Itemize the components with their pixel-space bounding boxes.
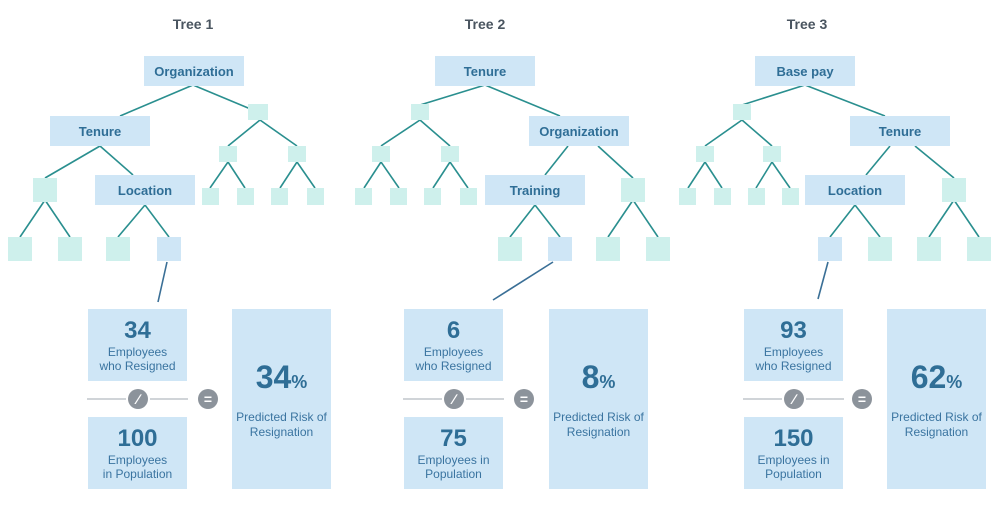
tree-2-population-label-2: Population	[425, 467, 482, 481]
tree-2-leaf	[390, 188, 407, 205]
tree-2-risk-unit: %	[599, 371, 616, 392]
tree-2-leaf	[355, 188, 372, 205]
tree-1-left-split-node: Tenure	[50, 116, 150, 146]
tree-2-node	[621, 178, 645, 202]
tree-3-leaf	[714, 188, 731, 205]
tree-1-resigned-label-1: Employees	[107, 345, 168, 359]
tree-3-leaf	[748, 188, 765, 205]
tree-1-leaf	[106, 237, 130, 261]
tree-2-title: Tree 2	[464, 16, 506, 32]
tree-2-population-card: 75 Employees in Population	[404, 417, 503, 489]
tree-1-selected-leaf	[157, 237, 181, 261]
tree-2-resigned-card: 6 Employees who Resigned	[404, 309, 503, 381]
tree-2-risk-label-2: Resignation	[566, 424, 631, 439]
tree-3-selected-leaf	[818, 237, 842, 261]
tree-1-deep-split-node: Location	[95, 175, 195, 205]
divide-icon: ∕	[444, 389, 464, 409]
tree-1-resigned-label-2: who Resigned	[99, 359, 176, 373]
tree-1-leaf	[8, 237, 32, 261]
tree-1-population-value: 100	[117, 425, 158, 452]
tree-3-risk-unit: %	[946, 371, 963, 392]
tree-2-leaf	[596, 237, 620, 261]
tree-1-risk-value: 34	[255, 358, 292, 395]
equals-icon: =	[852, 389, 872, 409]
tree-3-population-label-1: Employees in	[757, 453, 830, 467]
tree-2-risk-label-1: Predicted Risk of	[553, 409, 644, 424]
tree-1-leaf	[307, 188, 324, 205]
tree-2-root-node: Tenure	[435, 56, 535, 86]
divide-icon: ∕	[128, 389, 148, 409]
tree-1-leaf	[202, 188, 219, 205]
tree-3-population-value: 150	[773, 425, 814, 452]
tree-2-leaf	[646, 237, 670, 261]
tree-2-population-value: 75	[440, 425, 467, 452]
tree-2-right-split-node: Organization	[529, 116, 629, 146]
tree-3-risk-label-1: Predicted Risk of	[891, 409, 982, 424]
tree-3-root-node: Base pay	[755, 56, 855, 86]
tree-1-leaf	[58, 237, 82, 261]
equals-icon: =	[514, 389, 534, 409]
tree-1-population-card: 100 Employees in Population	[88, 417, 187, 489]
tree-3-risk-value: 62	[910, 358, 947, 395]
tree-1-risk-card: 34% Predicted Risk of Resignation	[232, 309, 331, 489]
tree-3-risk-label-2: Resignation	[904, 424, 969, 439]
tree-1-risk-label-1: Predicted Risk of	[236, 409, 327, 424]
tree-2-node	[411, 104, 429, 120]
tree-1-risk-label-2: Resignation	[249, 424, 314, 439]
tree-1-resigned-card: 34 Employees who Resigned	[88, 309, 187, 381]
tree-1-risk-unit: %	[291, 371, 308, 392]
tree-1-leaf	[271, 188, 288, 205]
tree-2-resigned-label-1: Employees	[423, 345, 484, 359]
tree-2-leaf	[460, 188, 477, 205]
tree-3-leaf	[782, 188, 799, 205]
tree-3-deep-split-node: Location	[805, 175, 905, 205]
divide-icon: ∕	[784, 389, 804, 409]
tree-3-node	[942, 178, 966, 202]
tree-2-deep-split-node: Training	[485, 175, 585, 205]
tree-2-resigned-label-2: who Resigned	[415, 359, 492, 373]
tree-2-node	[372, 146, 390, 162]
tree-2-leaf	[424, 188, 441, 205]
tree-3-population-card: 150 Employees in Population	[744, 417, 843, 489]
tree-2-risk-value: 8	[581, 358, 600, 395]
tree-3-leaf	[868, 237, 892, 261]
tree-3-right-split-node: Tenure	[850, 116, 950, 146]
tree-2-resigned-value: 6	[446, 317, 461, 344]
tree-3-leaf	[917, 237, 941, 261]
tree-3-leaf	[967, 237, 991, 261]
tree-3-node	[733, 104, 751, 120]
tree-3-title: Tree 3	[786, 16, 828, 32]
tree-1-node	[219, 146, 237, 162]
tree-3-node	[763, 146, 781, 162]
tree-3-resigned-value: 93	[780, 317, 807, 344]
tree-1-root-node: Organization	[144, 56, 244, 86]
tree-3-resigned-label-1: Employees	[763, 345, 824, 359]
tree-2-node	[441, 146, 459, 162]
tree-3-risk-card: 62% Predicted Risk of Resignation	[887, 309, 986, 489]
tree-2-leaf	[498, 237, 522, 261]
tree-1-resigned-value: 34	[124, 317, 151, 344]
tree-3-node	[696, 146, 714, 162]
tree-3-resigned-label-2: who Resigned	[755, 359, 832, 373]
tree-1-leaf	[237, 188, 254, 205]
equals-icon: =	[198, 389, 218, 409]
tree-1-node	[248, 104, 268, 120]
tree-2-risk-card: 8% Predicted Risk of Resignation	[549, 309, 648, 489]
tree-3-population-label-2: Population	[765, 467, 822, 481]
tree-1-population-label-2: in Population	[102, 467, 173, 481]
tree-3-leaf	[679, 188, 696, 205]
tree-1-node	[288, 146, 306, 162]
tree-3-resigned-card: 93 Employees who Resigned	[744, 309, 843, 381]
tree-2-population-label-1: Employees in	[417, 453, 490, 467]
tree-1-node	[33, 178, 57, 202]
tree-1-title: Tree 1	[172, 16, 214, 32]
tree-2-selected-leaf	[548, 237, 572, 261]
tree-1-population-label-1: Employees	[107, 453, 168, 467]
